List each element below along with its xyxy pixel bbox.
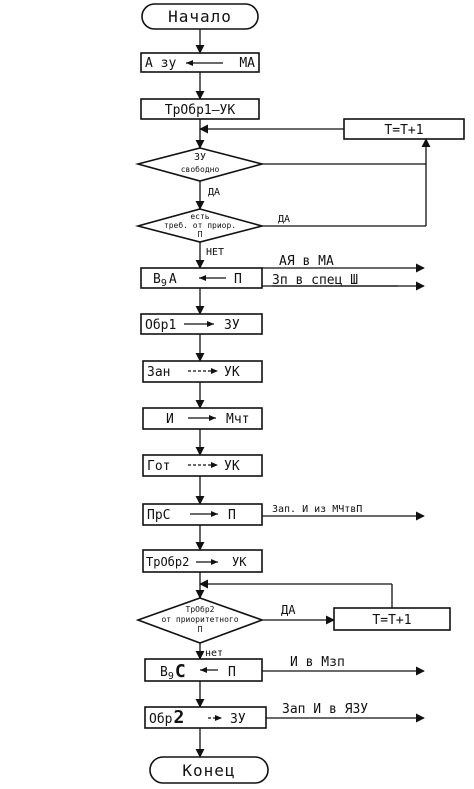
- svg-text:Гот: Гот: [147, 459, 170, 474]
- block-trobr2-uk: ТрОбр2 УК: [142, 549, 263, 573]
- decision-trobr2-priority: ТрОбр2 от приоритетного П ДА нет: [135, 597, 296, 659]
- loop-connectors-1: [199, 124, 431, 227]
- svg-text:Т=Т+1: Т=Т+1: [384, 123, 423, 138]
- decision-1-yes-label: ДА: [208, 187, 220, 198]
- block-obr1-zu: Обр1 ЗУ: [140, 313, 263, 335]
- svg-text:УК: УК: [224, 365, 240, 380]
- svg-text:Обр1: Обр1: [145, 318, 176, 333]
- svg-text:ЗУ: ЗУ: [194, 152, 206, 163]
- start-terminal: Начало: [141, 3, 259, 30]
- block-prs-p: ПрС П: [142, 503, 263, 526]
- svg-text:УК: УК: [224, 459, 240, 474]
- svg-text:ЗУ: ЗУ: [230, 712, 246, 727]
- svg-text:ПрС: ПрС: [147, 508, 170, 523]
- svg-text:П: П: [198, 625, 203, 634]
- svg-text:П: П: [198, 230, 203, 239]
- decision-request-priority: есть треб. от приор. П ДА НЕТ: [134, 208, 290, 258]
- output-label-4: И в Мзп: [290, 655, 345, 670]
- decision-2-no-label: НЕТ: [206, 247, 224, 258]
- end-label: Конец: [182, 761, 235, 780]
- decision-zu-free: ЗУ свободно ДА: [134, 147, 266, 198]
- svg-text:В9С: В9С: [160, 661, 186, 682]
- block-trobr1-uk: ТрОбр1–УК: [140, 98, 260, 120]
- svg-text:П: П: [228, 665, 236, 680]
- svg-text:П: П: [234, 272, 242, 287]
- decision-3-yes-label: ДА: [281, 603, 296, 617]
- block-a-zu-ma: А зу МА: [140, 52, 260, 73]
- svg-text:есть: есть: [190, 212, 209, 221]
- svg-text:А зу: А зу: [145, 56, 176, 71]
- output-label-2: Зп в спец Ш: [272, 273, 358, 288]
- svg-text:от приоритетного: от приоритетного: [161, 615, 238, 624]
- decision-2-yes-label: ДА: [278, 214, 290, 225]
- svg-text:Обр2: Обр2: [149, 707, 184, 728]
- svg-text:треб. от приор.: треб. от приор.: [164, 220, 236, 230]
- svg-text:УК: УК: [232, 555, 247, 569]
- svg-text:Мчт: Мчт: [226, 412, 249, 427]
- timer-1: Т=Т+1: [343, 118, 465, 140]
- loop-connectors-2: [199, 579, 393, 625]
- svg-text:ТрОбр2: ТрОбр2: [146, 555, 189, 569]
- output-label-5: Зап И в ЯЗУ: [282, 702, 368, 717]
- block-got-uk: Гот УК: [142, 454, 263, 477]
- svg-text:И: И: [166, 412, 174, 427]
- output-arrows: [262, 263, 425, 723]
- svg-text:ТрОбр1–УК: ТрОбр1–УК: [165, 103, 236, 118]
- block-i-mcht: И Мчт: [142, 407, 263, 430]
- output-label-1: АЯ в МА: [279, 254, 334, 269]
- svg-text:ЗУ: ЗУ: [224, 318, 240, 333]
- svg-text:свободно: свободно: [181, 164, 220, 174]
- start-label: Начало: [168, 7, 232, 26]
- svg-text:МА: МА: [239, 56, 255, 71]
- block-obr2-zu: Обр2 ЗУ: [144, 706, 267, 729]
- svg-text:П: П: [228, 508, 236, 523]
- decision-3-no-label: нет: [205, 648, 223, 659]
- svg-text:ТрОбр2: ТрОбр2: [186, 604, 215, 614]
- svg-text:Т=Т+1: Т=Т+1: [372, 613, 411, 628]
- output-label-3: Зап. И из МЧтвП: [272, 504, 362, 515]
- block-v9c-p: В9С П: [144, 658, 263, 682]
- timer-2: Т=Т+1: [333, 607, 451, 631]
- block-zan-uk: Зан УК: [142, 360, 263, 383]
- end-terminal: Конец: [149, 756, 269, 784]
- svg-text:Зан: Зан: [147, 365, 170, 380]
- svg-text:В9А: В9А: [153, 272, 177, 289]
